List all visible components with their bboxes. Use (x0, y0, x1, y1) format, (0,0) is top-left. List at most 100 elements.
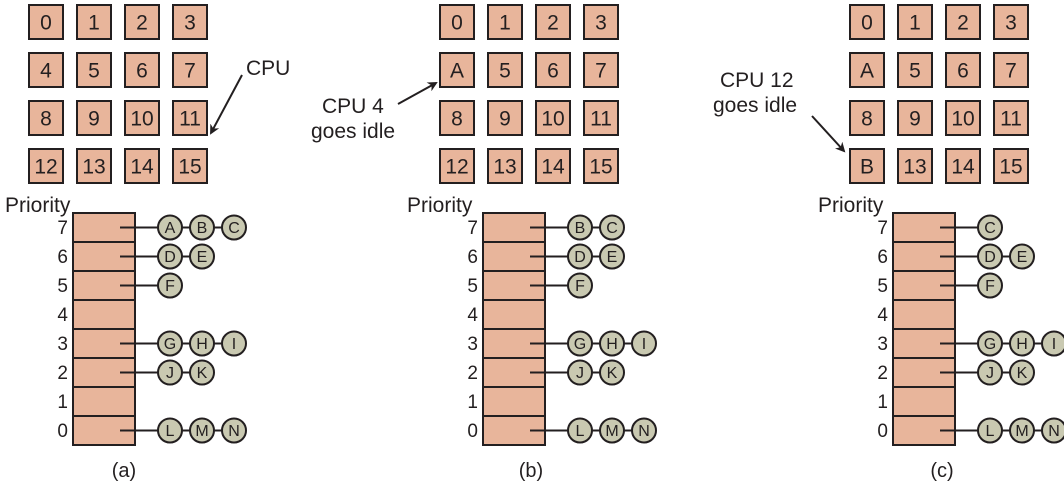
priority-level-label: 5 (467, 276, 478, 297)
cpu-cell-label: 6 (136, 60, 148, 83)
process-label: C (606, 220, 618, 237)
process-node: M (599, 417, 625, 444)
process-node: A (157, 214, 183, 241)
process-label: E (607, 249, 618, 266)
priority-level-label: 6 (877, 247, 888, 268)
cpu-cell-box (172, 52, 208, 88)
process-label: A (165, 220, 176, 237)
cpu-cell-box (487, 148, 523, 184)
cpu-cell-label: 5 (88, 60, 100, 83)
cpu-cell-box (993, 52, 1029, 88)
cpu-cell-label: 14 (541, 156, 565, 179)
process-label: M (605, 423, 618, 440)
cpu-cell: 13 (487, 148, 523, 184)
process-label: L (166, 423, 175, 440)
process-circle (157, 417, 183, 444)
cpu-cell-box (487, 52, 523, 88)
priority-level-label: 3 (57, 334, 68, 355)
cpu-cell-box (897, 4, 933, 40)
process-circle (189, 214, 215, 241)
cpu-cell-box (535, 52, 571, 88)
cpu-cell: 10 (535, 100, 571, 136)
priority-level-label: 4 (467, 305, 478, 326)
cpu-cell-box (76, 100, 112, 136)
priority-level-label: 4 (57, 305, 68, 326)
process-label: G (574, 336, 586, 353)
cpu-cell: 15 (172, 148, 208, 184)
process-label: F (165, 278, 175, 295)
cpu-cell: 11 (993, 100, 1029, 136)
process-label: B (197, 220, 208, 237)
cpu-cell: 10 (124, 100, 160, 136)
process-circle (977, 330, 1003, 357)
process-circle (977, 417, 1003, 444)
cpu-cell-box (124, 52, 160, 88)
cpu-cell-box (945, 52, 981, 88)
arrow-icon (397, 82, 438, 105)
cpu-cell: A (439, 52, 475, 88)
priority-level-label: 1 (877, 392, 888, 413)
priority-level-label: 5 (877, 276, 888, 297)
cpu-cell: 3 (172, 4, 208, 40)
cpu-cell-label: 15 (999, 156, 1022, 179)
cpu-cell-label: 6 (547, 60, 559, 83)
cpu-cell-box (76, 52, 112, 88)
priority-slot (72, 299, 136, 330)
cpu-cell-label: 3 (595, 12, 607, 35)
annotation-line: goes idle (311, 120, 395, 143)
cpu-cell-label: 0 (40, 12, 52, 35)
cpu-cell-label: 4 (40, 60, 52, 83)
cpu-cell-box (945, 148, 981, 184)
priority-slot (892, 299, 956, 330)
cpu-cell: 5 (897, 52, 933, 88)
cpu-cell-box (849, 148, 885, 184)
process-node: F (977, 272, 1003, 299)
cpu-cell: 7 (993, 52, 1029, 88)
process-label: F (575, 278, 585, 295)
cpu-cell: 14 (124, 148, 160, 184)
cpu-cell: 0 (28, 4, 64, 40)
cpu-cell-label: 12 (445, 156, 468, 179)
priority-level-label: 6 (57, 247, 68, 268)
cpu-cell-label: 15 (178, 156, 201, 179)
process-circle (1009, 417, 1035, 444)
process-circle (1009, 359, 1035, 386)
cpu-cell: 6 (535, 52, 571, 88)
process-circle (221, 330, 247, 357)
cpu-cell-box (439, 100, 475, 136)
process-label: C (984, 220, 996, 237)
cpu-cell-label: 0 (451, 12, 463, 35)
cpu-cell: A (849, 52, 885, 88)
process-node: D (567, 243, 593, 270)
cpu-cell-label: 14 (951, 156, 975, 179)
cpu-cell: 14 (535, 148, 571, 184)
cpu-cell-box (76, 148, 112, 184)
cpu-cell-label: 11 (590, 108, 612, 131)
process-node: K (1009, 359, 1035, 386)
cpu-cell-box (583, 148, 619, 184)
process-circle (157, 214, 183, 241)
cpu-cell-box (28, 148, 64, 184)
priority-level-label: 3 (467, 334, 478, 355)
cpu-cell-box (993, 4, 1029, 40)
priority-slot (72, 386, 136, 417)
arrow-icon (811, 115, 846, 153)
cpu-cell-label: 11 (179, 108, 201, 131)
cpu-cell-label: 8 (40, 108, 52, 131)
cpu-cell-box (583, 100, 619, 136)
process-circle (567, 214, 593, 241)
